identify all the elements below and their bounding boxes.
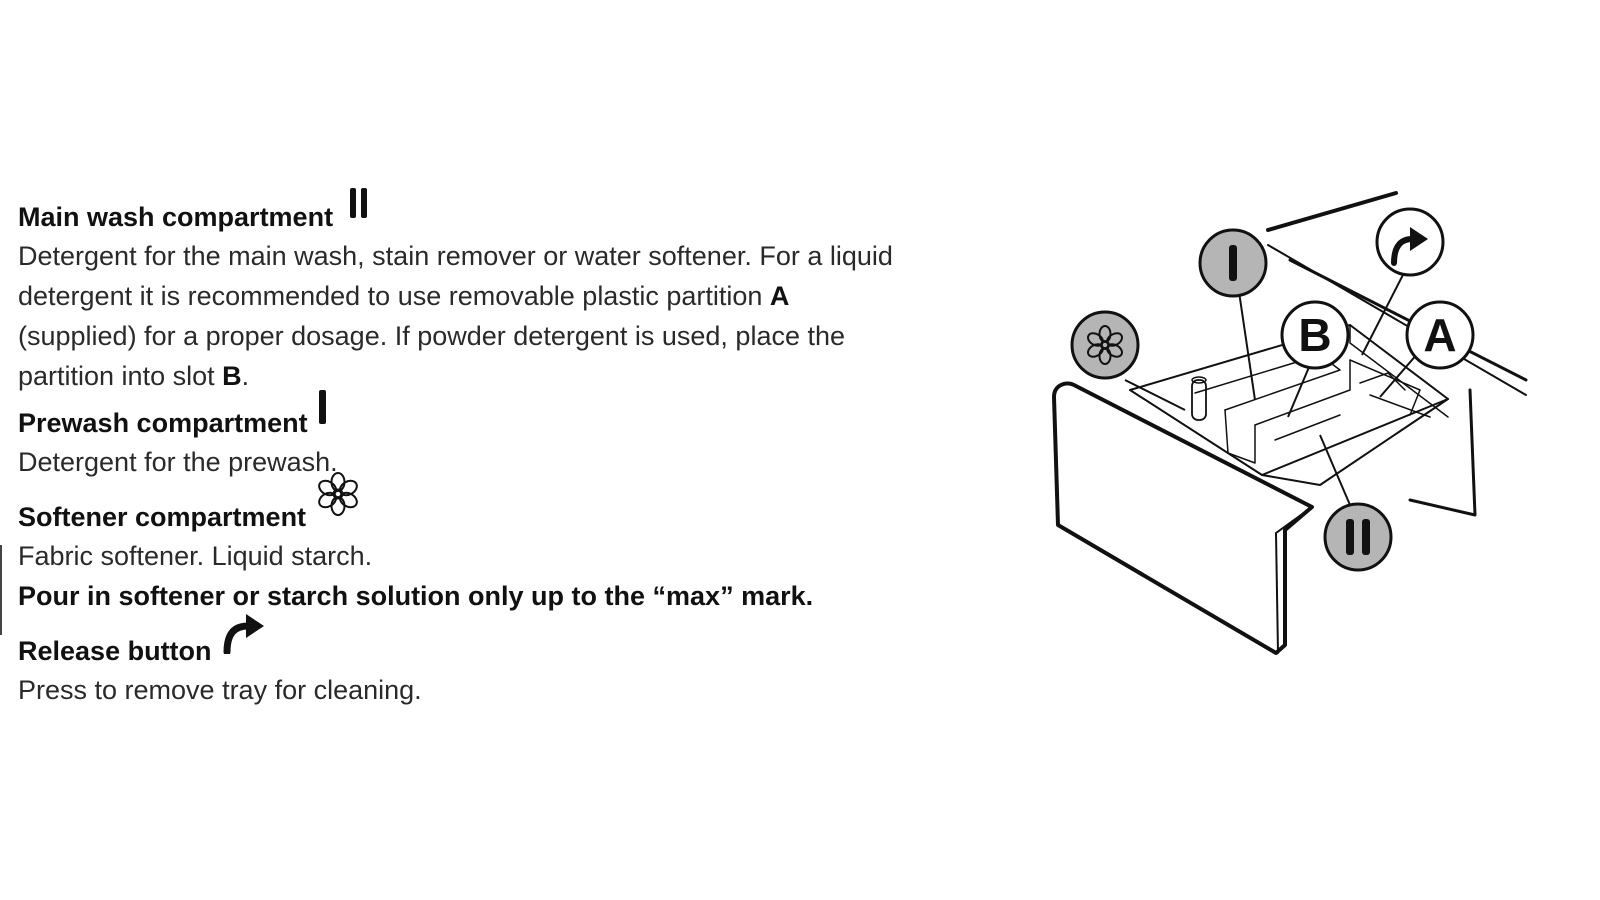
left-edge-line: [0, 545, 2, 635]
svg-text:B: B: [1298, 309, 1331, 361]
callout-b-label: B: [1280, 300, 1350, 370]
prewash-body: Detergent for the prewash.: [18, 447, 338, 477]
release-section: Release button Press to remove tray for …: [18, 614, 1038, 710]
callout-flower-icon: [1070, 310, 1140, 380]
callout-a-label: A: [1405, 300, 1475, 370]
main-wash-body: Detergent for the main wash, stain remov…: [18, 241, 893, 391]
prewash-title: Prewash compartment: [18, 390, 1038, 442]
softener-section: Softener compartment Fabric softener. Li…: [18, 472, 1038, 616]
callout-release-arrow-icon: [1375, 207, 1445, 277]
softener-title: Softener compartment: [18, 472, 1038, 536]
release-body: Press to remove tray for cleaning.: [18, 675, 422, 705]
prewash-i-icon: [316, 390, 330, 436]
prewash-section: Prewash compartment Detergent for the pr…: [18, 390, 1038, 482]
callout-i-label: [1198, 228, 1268, 298]
softener-warning: Pour in softener or starch solution only…: [18, 581, 814, 611]
curved-arrow-icon: [220, 614, 266, 664]
release-title: Release button: [18, 614, 1038, 670]
softener-body: Fabric softener. Liquid starch.: [18, 541, 373, 571]
main-wash-section: Main wash compartment Detergent for the …: [18, 188, 1038, 396]
instructions-text: Main wash compartment Detergent for the …: [18, 188, 1038, 710]
svg-text:A: A: [1423, 309, 1456, 361]
flower-icon: [314, 470, 362, 528]
main-wash-ii-icon: [347, 188, 371, 230]
main-wash-title: Main wash compartment: [18, 188, 1038, 236]
callout-ii-label: [1323, 502, 1393, 572]
detergent-drawer-illustration: B A: [1050, 185, 1540, 665]
